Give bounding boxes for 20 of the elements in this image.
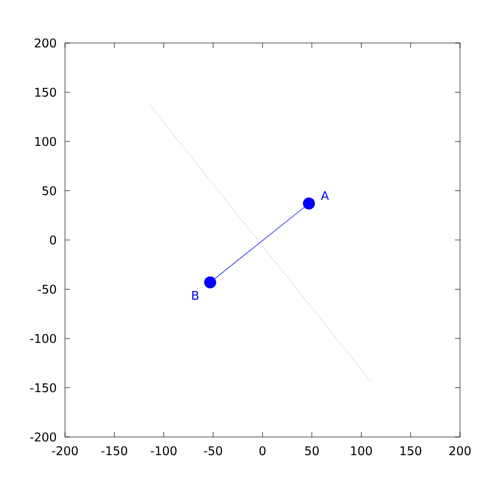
tick-label: 150 [35, 88, 56, 97]
point-label: A [320, 191, 329, 200]
tick-label: -150 [101, 446, 128, 456]
tick-label: -50 [204, 446, 222, 456]
tick-label: 0 [259, 446, 266, 456]
tick-label: 100 [351, 446, 372, 456]
tick-label: -100 [30, 334, 56, 344]
tick-label: -200 [52, 446, 78, 456]
tick-label: 0 [50, 235, 56, 245]
tick-label: 200 [449, 446, 471, 456]
tick-label: -200 [30, 432, 56, 442]
tick-label: 200 [34, 38, 56, 48]
tick-label: -50 [38, 284, 56, 294]
tick-label: 50 [42, 186, 56, 196]
tick-label: 150 [400, 446, 422, 456]
tick-label: -150 [30, 383, 56, 392]
tick-label: 50 [305, 446, 319, 456]
point-label: B [192, 290, 198, 300]
tick-label: 100 [35, 136, 56, 146]
tick-label: -100 [150, 446, 177, 456]
